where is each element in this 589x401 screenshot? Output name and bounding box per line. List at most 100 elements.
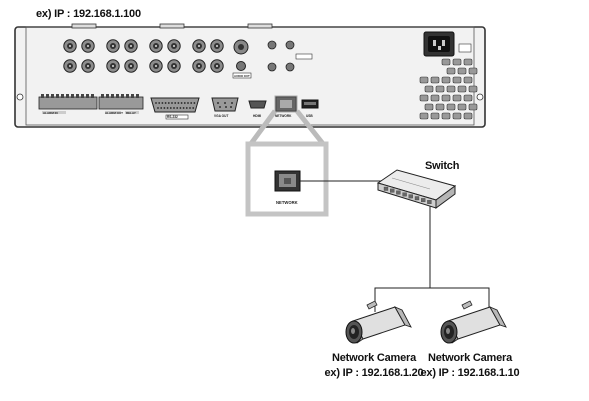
network-port-zoom-callout: NETWORK: [245, 109, 329, 217]
vga-port: [211, 97, 239, 112]
vent-slot: [424, 85, 434, 93]
bnc-connector: [210, 59, 224, 73]
dsub-pin: [167, 102, 170, 104]
recorder-network-port: [274, 95, 298, 113]
bnc-connector: [149, 59, 163, 73]
dsub-pin: [182, 107, 185, 109]
bnc-connector: [167, 39, 181, 53]
rs232-port: [150, 97, 200, 120]
bnc-connector: [192, 59, 206, 73]
bnc-connector: [106, 59, 120, 73]
vent-slot: [435, 103, 445, 111]
terminal-pin: [116, 94, 119, 98]
vent-slot: [446, 85, 456, 93]
relay-label: RELAY: [126, 111, 136, 115]
bnc-connector: [106, 39, 120, 53]
dsub-pin: [157, 107, 159, 109]
switch-label: Switch: [425, 160, 460, 172]
bnc-connector: [210, 39, 224, 53]
vent-slot: [419, 76, 429, 84]
terminal-pin: [121, 94, 124, 98]
vent-slot: [452, 94, 462, 102]
bnc-connector: [81, 59, 95, 73]
vent-slot: [441, 76, 451, 84]
dsub-pin: [180, 102, 183, 104]
usb-port-label: USB: [306, 114, 313, 118]
dsub-pin: [185, 107, 188, 109]
alarm-in-label: ALARM IN: [43, 111, 58, 115]
vent-slot: [435, 85, 445, 93]
dsub-pin: [161, 102, 164, 104]
terminal-pin: [131, 94, 134, 98]
terminal-pin: [136, 94, 139, 98]
vga-port-label: VGA OUT: [214, 114, 228, 118]
terminal-pin: [46, 94, 49, 98]
dsub-pin: [174, 102, 177, 104]
dsub-pin: [189, 107, 191, 109]
switch-port: [383, 186, 389, 191]
terminal-pin: [61, 94, 64, 98]
vent-slot: [457, 103, 467, 111]
vent-slot: [452, 58, 462, 66]
vent-slot: [463, 94, 473, 102]
dsub-pin: [160, 107, 163, 109]
vent-slot: [446, 103, 456, 111]
dsub-pin: [163, 107, 166, 109]
network-switch: [376, 169, 457, 209]
vent-slot: [457, 67, 467, 75]
audio-out-label: AUDIO OUT: [234, 74, 250, 78]
terminal-pin: [51, 94, 54, 98]
vent-slot: [430, 112, 440, 120]
camera-right: [440, 300, 507, 344]
dsub-pin: [166, 107, 169, 109]
camera-left-ip: ex) IP : 192.168.1.20: [324, 367, 424, 379]
hdmi-port: [248, 100, 267, 109]
terminal-pin: [66, 94, 69, 98]
bnc-connector: [149, 39, 163, 53]
terminal-pin: [56, 94, 59, 98]
terminal-pin: [81, 94, 84, 98]
bnc-connector: [167, 59, 181, 73]
terminal-pin: [76, 94, 79, 98]
terminal-pin: [101, 94, 104, 98]
terminal-pin: [111, 94, 114, 98]
usb-port: [301, 99, 319, 109]
recorder-ip-label: ex) IP : 192.168.1.100: [36, 8, 141, 20]
terminal-pin: [41, 94, 44, 98]
switch-port: [408, 194, 413, 199]
vent-slot: [452, 112, 462, 120]
bnc-connector: [81, 39, 95, 53]
switch-port: [396, 190, 401, 195]
alarm-out-label: ALARM OUT: [105, 111, 123, 115]
terminal-pin: [106, 94, 109, 98]
bnc-connector: [124, 39, 138, 53]
bnc-connector-group: [63, 39, 224, 73]
terminal-pin: [86, 94, 89, 98]
vent-slot: [419, 94, 429, 102]
vent-slot: [441, 94, 451, 102]
vent-slot: [419, 112, 429, 120]
dsub-pin: [173, 107, 175, 109]
bnc-connector: [124, 59, 138, 73]
power-inlet: [423, 31, 472, 57]
terminal-blocks: [38, 94, 144, 114]
vent-slot: [463, 76, 473, 84]
port-labels: VGA OUT HDMI NETWORK USB RS-232 AUDIO OU…: [43, 74, 313, 119]
vent-slot: [457, 85, 467, 93]
terminal-pin: [126, 94, 129, 98]
switch-port: [390, 188, 395, 193]
camera-branch-cable: [374, 287, 490, 312]
vent-slot: [441, 112, 451, 120]
dsub-pin: [169, 107, 172, 109]
network-port-label: NETWORK: [275, 114, 292, 118]
rs232-port-label: RS-232: [167, 115, 178, 119]
zoom-network-label: NETWORK: [276, 200, 298, 205]
vent-slot: [468, 67, 478, 75]
dsub-pin: [164, 102, 167, 104]
switch-port: [402, 192, 407, 197]
vent-slot: [430, 94, 440, 102]
vent-slot: [452, 76, 462, 84]
camera-right-title: Network Camera: [427, 352, 512, 364]
dsub-pin: [193, 102, 196, 104]
